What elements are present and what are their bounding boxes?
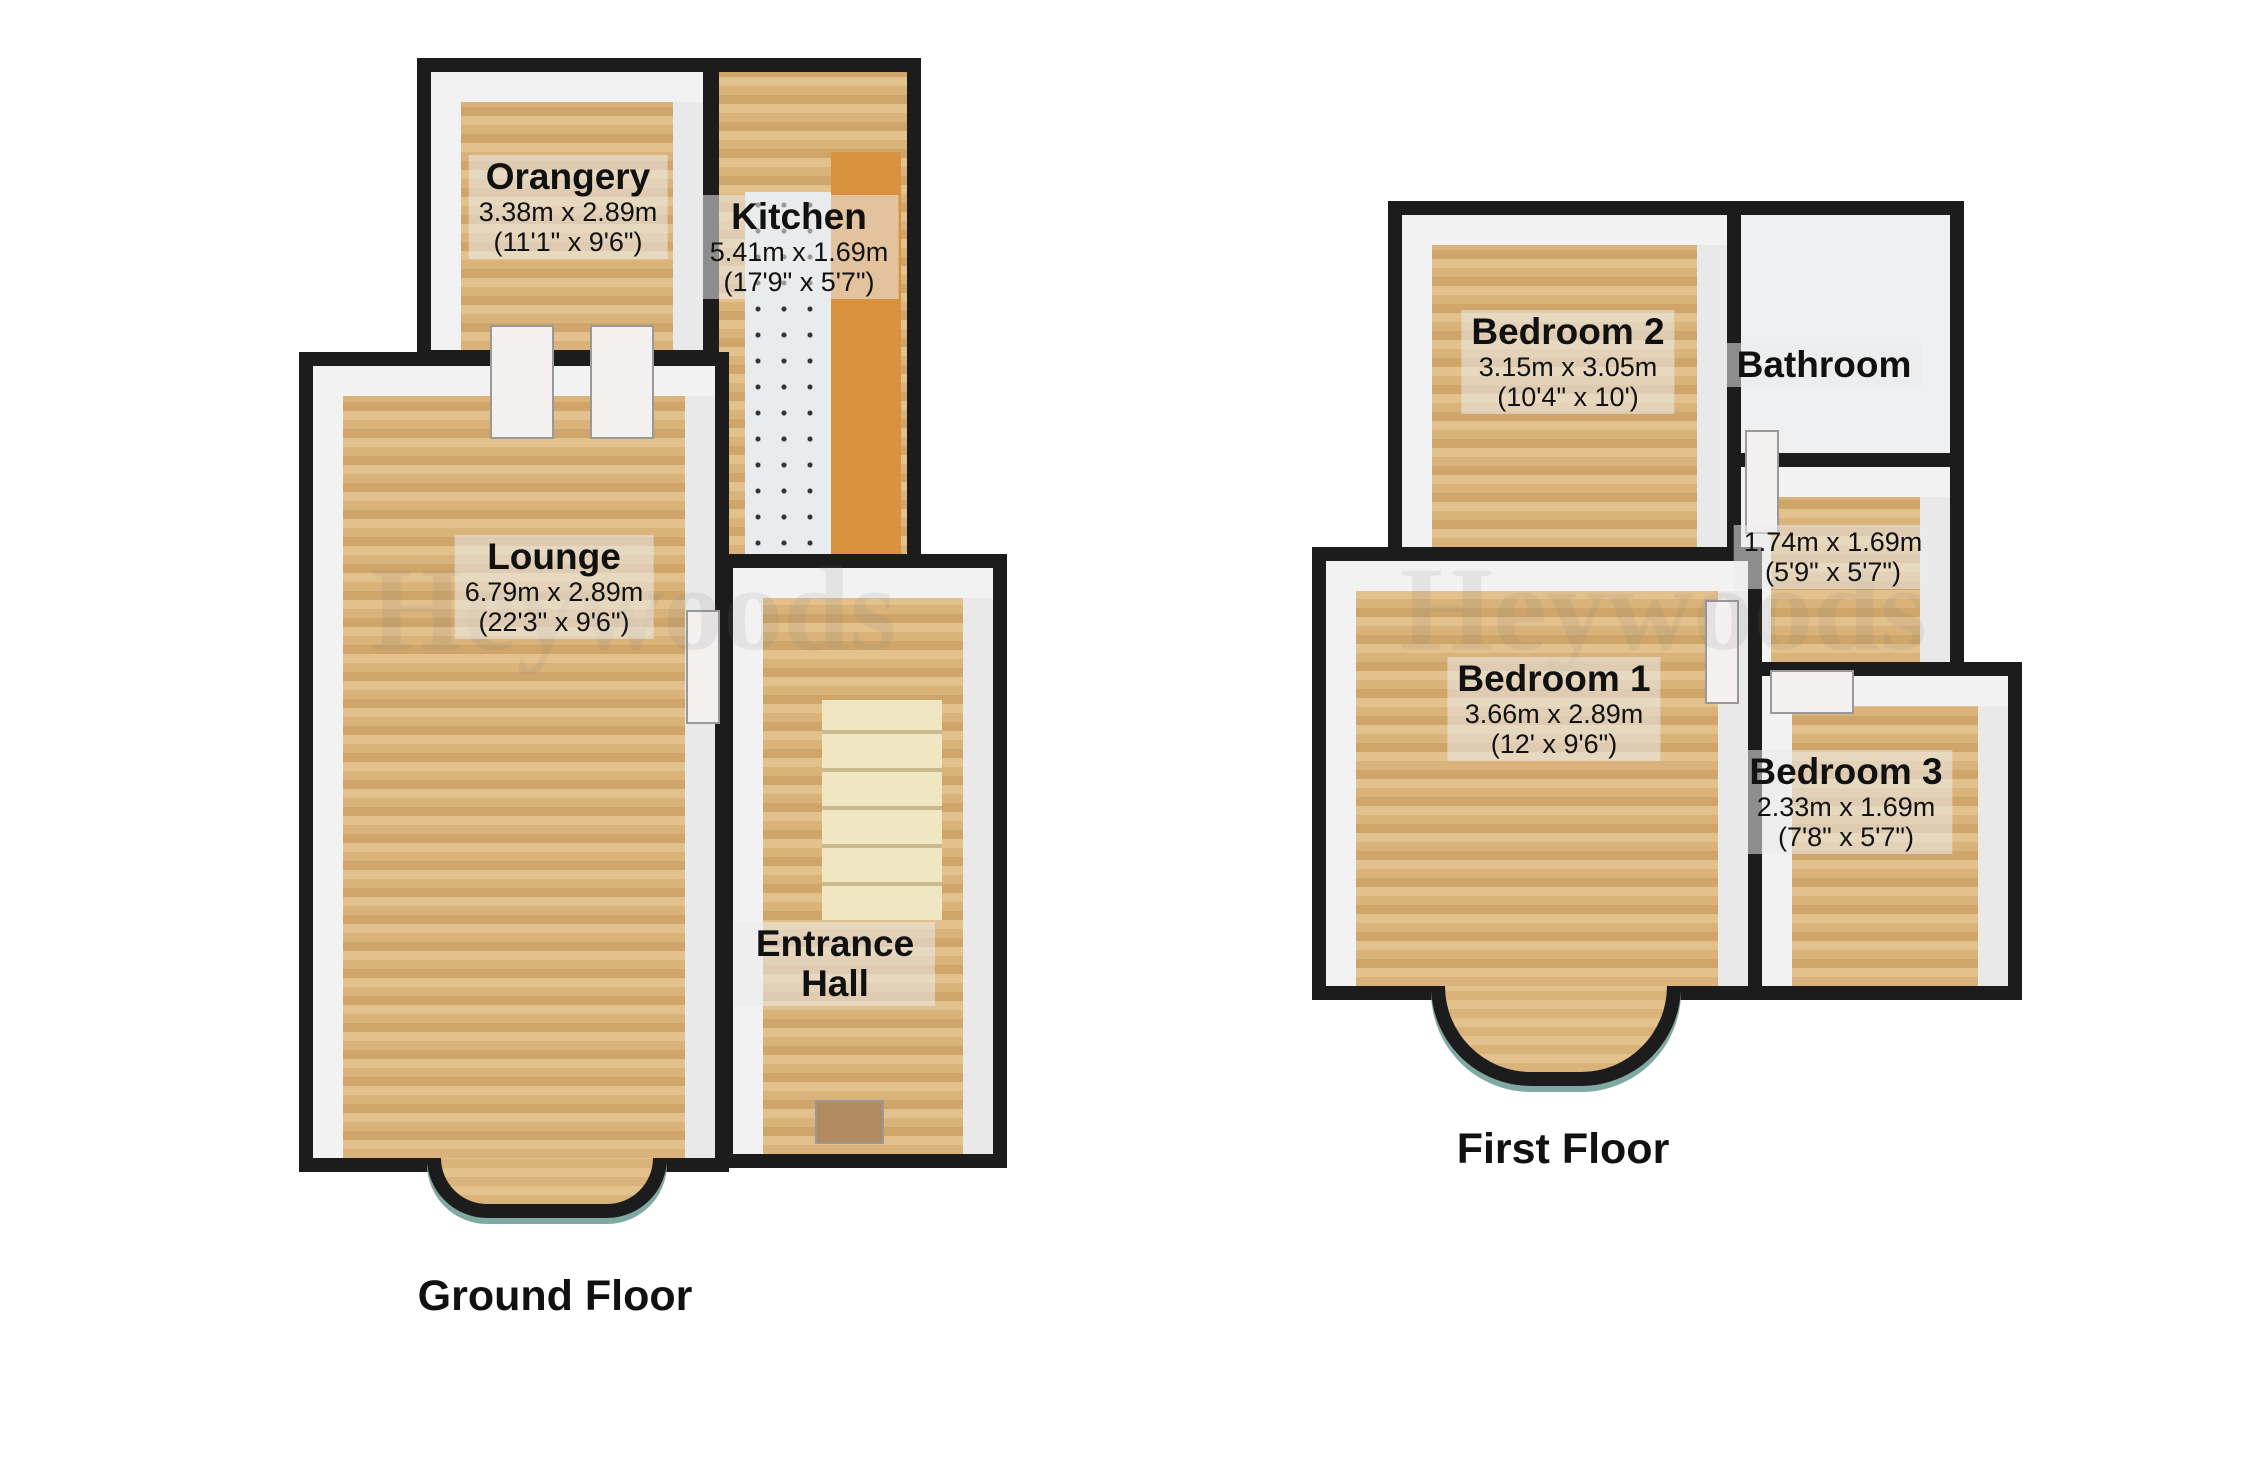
kitchen-room <box>705 58 921 568</box>
room-name: Entrance Hall <box>755 923 915 1004</box>
room-imperial: (12' x 9'6") <box>1490 729 1618 759</box>
room-name: Bedroom 3 <box>1749 751 1943 792</box>
lounge-door <box>686 610 720 724</box>
orangery-door-left <box>490 325 554 439</box>
room-imperial: (10'4" x 10') <box>1497 382 1639 412</box>
room-metric: 6.79m x 2.89m <box>464 577 644 607</box>
bedroom-1-bay-window <box>1431 986 1681 1086</box>
room-name: Bathroom <box>1736 344 1912 385</box>
bedroom-3-door <box>1770 670 1854 714</box>
room-metric: 1.74m x 1.69m <box>1743 527 1923 557</box>
lounge-room <box>299 352 729 1172</box>
orangery-door-right <box>590 325 654 439</box>
lounge-bay-window <box>427 1158 667 1218</box>
bedroom-1-door <box>1705 600 1739 704</box>
room-metric: 3.15m x 3.05m <box>1478 352 1658 382</box>
lounge-label: Lounge 6.79m x 2.89m (22'3" x 9'6") <box>454 535 654 639</box>
room-imperial: (7'8" x 5'7") <box>1777 822 1915 852</box>
room-metric: 3.66m x 2.89m <box>1464 699 1644 729</box>
first-floor-title: First Floor <box>1456 1125 1670 1173</box>
bathroom-label: Bathroom <box>1726 343 1922 387</box>
room-imperial: (17'9" x 5'7") <box>723 267 875 297</box>
bathroom-door <box>1745 430 1779 534</box>
room-imperial: (5'9" x 5'7") <box>1764 557 1902 587</box>
room-name: Bedroom 1 <box>1457 658 1651 699</box>
room-imperial: (11'1" x 9'6") <box>493 227 643 257</box>
bathroom-room <box>1727 201 1964 467</box>
staircase <box>822 700 942 920</box>
room-name: Bedroom 2 <box>1471 311 1665 352</box>
landing-label: 1.74m x 1.69m (5'9" x 5'7") <box>1733 525 1933 589</box>
ground-floor-title: Ground Floor <box>417 1272 693 1320</box>
entrance-hall-label: Entrance Hall <box>735 922 935 1006</box>
room-imperial: (22'3" x 9'6") <box>478 607 630 637</box>
room-metric: 5.41m x 1.69m <box>709 237 889 267</box>
bedroom-2-label: Bedroom 2 3.15m x 3.05m (10'4" x 10') <box>1461 310 1675 414</box>
kitchen-label: Kitchen 5.41m x 1.69m (17'9" x 5'7") <box>699 195 899 299</box>
front-door <box>815 1100 884 1144</box>
room-metric: 3.38m x 2.89m <box>478 197 658 227</box>
bedroom-3-label: Bedroom 3 2.33m x 1.69m (7'8" x 5'7") <box>1739 750 1953 854</box>
room-name: Kitchen <box>731 196 867 237</box>
room-name: Orangery <box>485 156 651 197</box>
bedroom-1-label: Bedroom 1 3.66m x 2.89m (12' x 9'6") <box>1447 657 1661 761</box>
orangery-label: Orangery 3.38m x 2.89m (11'1" x 9'6") <box>468 155 668 259</box>
room-metric: 2.33m x 1.69m <box>1756 792 1936 822</box>
room-name: Lounge <box>487 536 621 577</box>
